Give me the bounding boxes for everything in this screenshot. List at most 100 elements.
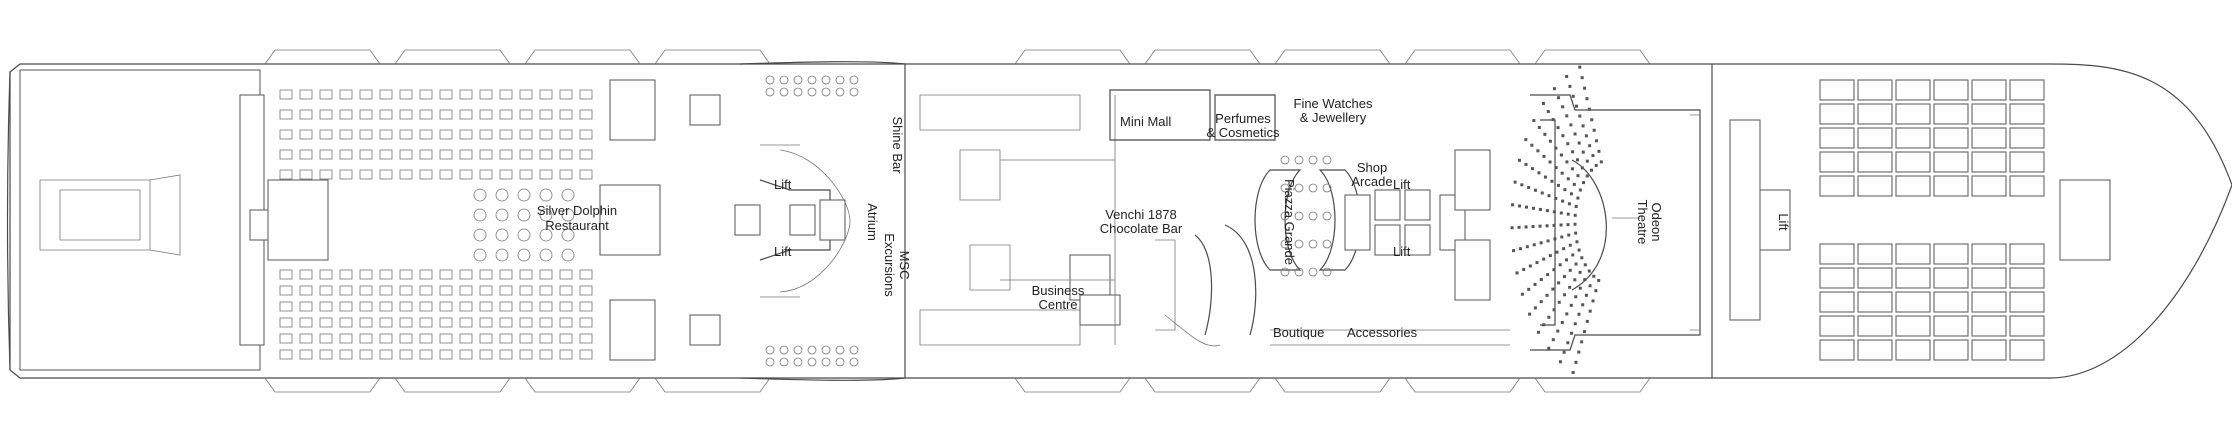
theatre-seat bbox=[1565, 312, 1569, 316]
restaurant-table bbox=[279, 301, 293, 312]
theatre-seat bbox=[1557, 281, 1561, 285]
piazza-table bbox=[1294, 211, 1304, 221]
cabin bbox=[1819, 103, 1855, 125]
cabin bbox=[1933, 151, 1969, 173]
cabin bbox=[1933, 175, 1969, 197]
theatre-seat bbox=[1592, 274, 1596, 278]
restaurant-table bbox=[279, 317, 293, 328]
theatre-seat bbox=[1531, 206, 1535, 210]
restaurant-table bbox=[359, 269, 373, 280]
theatre-seat bbox=[1512, 249, 1516, 253]
theatre-seat bbox=[1566, 177, 1570, 181]
restaurant-table bbox=[299, 349, 313, 360]
restaurant-table bbox=[339, 269, 353, 280]
theatre-seat bbox=[1583, 278, 1587, 282]
theatre-seat bbox=[1587, 269, 1591, 273]
theatre-seat bbox=[1574, 360, 1578, 364]
theatre-seat bbox=[1573, 213, 1577, 217]
theatre-seat bbox=[1580, 166, 1584, 170]
restaurant-table bbox=[299, 333, 313, 344]
restaurant-table bbox=[519, 109, 533, 120]
forward-lift-shaft bbox=[1759, 189, 1791, 251]
restaurant-table bbox=[399, 109, 413, 120]
restaurant-table bbox=[299, 317, 313, 328]
restaurant-table bbox=[339, 89, 353, 100]
theatre-seat bbox=[1520, 183, 1524, 187]
restaurant-table bbox=[359, 129, 373, 140]
restaurant-table bbox=[399, 149, 413, 160]
restaurant-table bbox=[419, 169, 433, 180]
cabin bbox=[1857, 315, 1893, 337]
theatre-seat bbox=[1595, 139, 1599, 143]
restaurant-table bbox=[379, 333, 393, 344]
piazza-table bbox=[1308, 239, 1318, 249]
cabin bbox=[1971, 151, 2007, 173]
restaurant-table bbox=[399, 349, 413, 360]
restaurant-table bbox=[539, 109, 553, 120]
theatre-seat bbox=[1576, 174, 1580, 178]
restaurant-table bbox=[579, 269, 593, 280]
theatre-seat bbox=[1578, 114, 1582, 118]
restaurant-table bbox=[419, 109, 433, 120]
theatre-seat bbox=[1517, 225, 1521, 229]
round-table bbox=[517, 208, 531, 222]
restaurant-table bbox=[499, 349, 513, 360]
theatre-seat bbox=[1552, 268, 1556, 272]
restaurant-table bbox=[319, 301, 333, 312]
restaurant-service-block bbox=[267, 179, 329, 261]
restaurant-table bbox=[559, 333, 573, 344]
cabin bbox=[2009, 339, 2045, 361]
shine-bar-label: Shine Bar bbox=[890, 116, 905, 174]
theatre-seat bbox=[1582, 330, 1586, 334]
shop-arcade-label-line2: Arcade bbox=[1351, 174, 1392, 189]
restaurant-table bbox=[379, 317, 393, 328]
restaurant-table bbox=[399, 89, 413, 100]
round-table bbox=[539, 208, 553, 222]
restaurant-table bbox=[439, 129, 453, 140]
round-table bbox=[495, 208, 509, 222]
cabin bbox=[2009, 79, 2045, 101]
restaurant-table bbox=[479, 333, 493, 344]
perfumes-label-line2: & Cosmetics bbox=[1207, 125, 1280, 140]
theatre-seat bbox=[1562, 350, 1566, 354]
restaurant-table bbox=[479, 149, 493, 160]
theatre-seat bbox=[1554, 166, 1558, 170]
restaurant-table bbox=[519, 333, 533, 344]
cabin bbox=[2009, 243, 2045, 265]
restaurant-table bbox=[519, 89, 533, 100]
theatre-seat bbox=[1552, 308, 1556, 312]
theatre-seat bbox=[1533, 282, 1537, 286]
lift-forward-lower-label: Lift bbox=[1393, 244, 1411, 259]
cabin bbox=[2009, 315, 2045, 337]
theatre-seat bbox=[1569, 303, 1573, 307]
theatre-seat bbox=[1524, 225, 1528, 229]
atrium-table bbox=[835, 345, 845, 355]
restaurant-table bbox=[539, 149, 553, 160]
theatre-seat bbox=[1561, 105, 1565, 109]
theatre-seat bbox=[1599, 160, 1603, 164]
restaurant-table bbox=[479, 349, 493, 360]
theatre-seat bbox=[1591, 299, 1595, 303]
theatre-seat bbox=[1547, 346, 1551, 350]
restaurant-table bbox=[359, 109, 373, 120]
cabin bbox=[1819, 339, 1855, 361]
round-table bbox=[539, 228, 553, 242]
theatre-seat bbox=[1571, 150, 1575, 154]
theatre-seat bbox=[1542, 257, 1546, 261]
theatre-seat bbox=[1542, 154, 1546, 158]
theatre-seat bbox=[1574, 231, 1578, 235]
restaurant-table bbox=[359, 285, 373, 296]
piazza-table bbox=[1280, 239, 1290, 249]
restaurant-table bbox=[519, 169, 533, 180]
lift-core-aft bbox=[734, 144, 851, 298]
cabin bbox=[1971, 267, 2007, 289]
theatre-seat bbox=[1551, 287, 1555, 291]
restaurant-table bbox=[379, 129, 393, 140]
piazza-table bbox=[1322, 155, 1332, 165]
theatre-seat bbox=[1545, 293, 1549, 297]
piazza-grande-label: Piazza Grande bbox=[1282, 179, 1297, 265]
cabin bbox=[1819, 175, 1855, 197]
restaurant-table bbox=[379, 349, 393, 360]
theatre-seat bbox=[1539, 241, 1543, 245]
theatre-seat bbox=[1594, 289, 1598, 293]
